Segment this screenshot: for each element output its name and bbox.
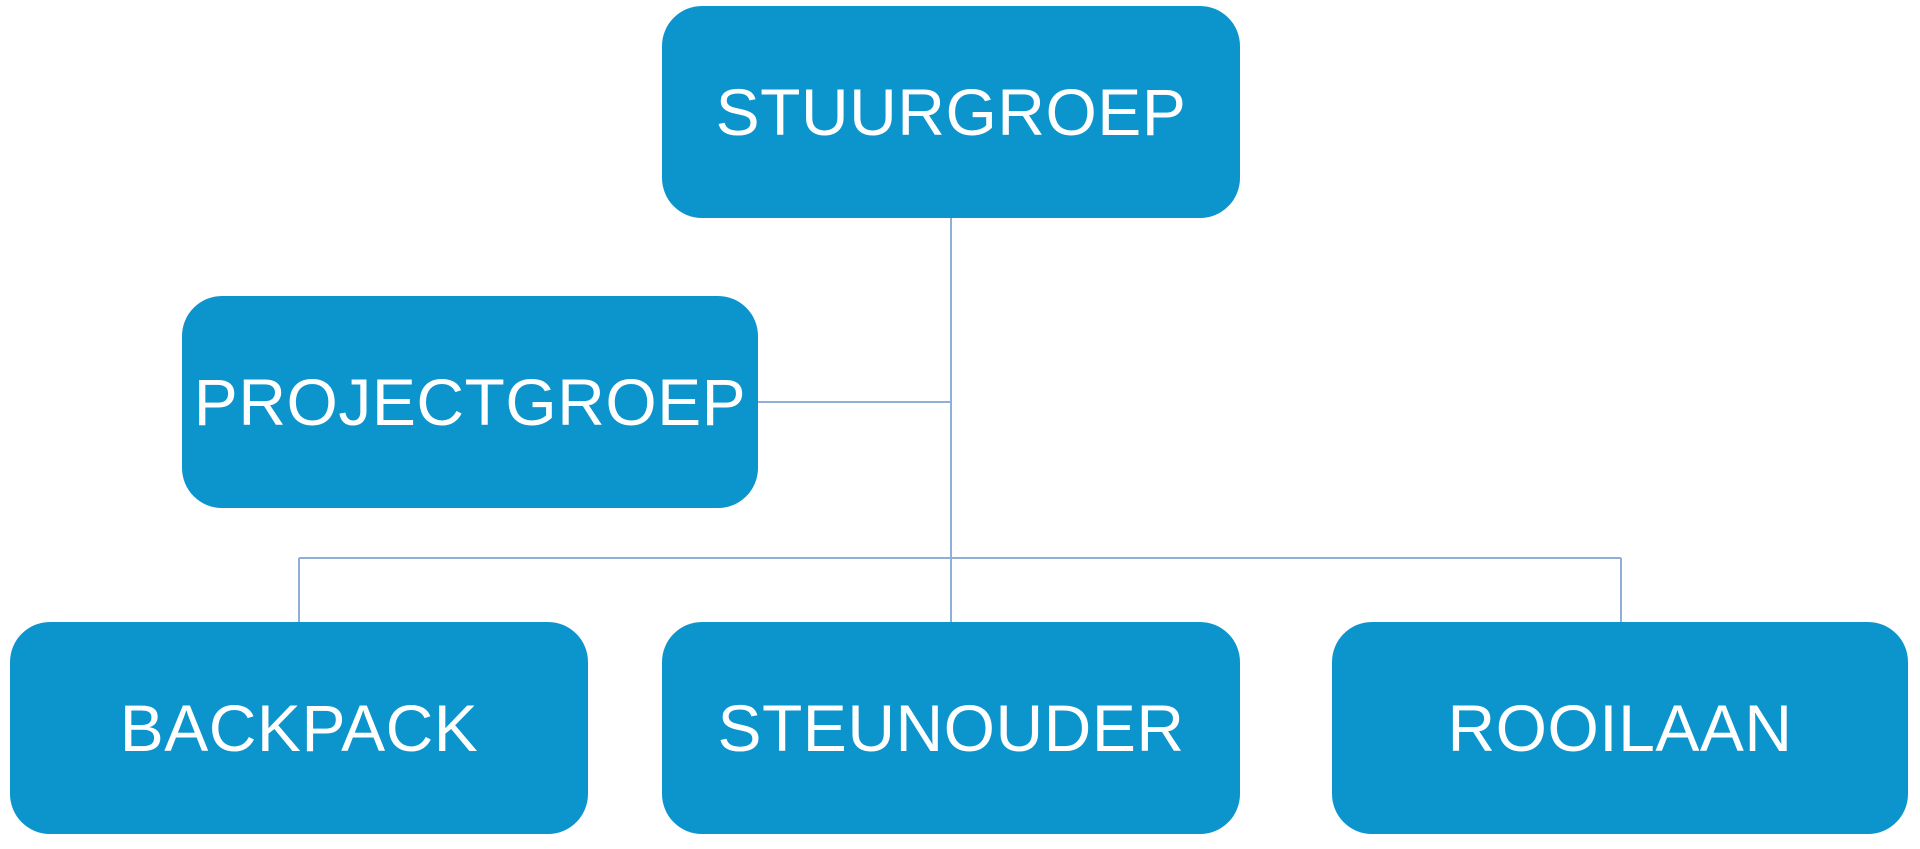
node-backpack: BACKPACK — [10, 622, 588, 834]
node-label-backpack: BACKPACK — [119, 691, 479, 765]
node-stuurgroep: STUURGROEP — [662, 6, 1240, 218]
node-label-stuurgroep: STUURGROEP — [715, 75, 1187, 149]
node-steunouder: STEUNOUDER — [662, 622, 1240, 834]
node-label-rooilaan: ROOILAAN — [1447, 691, 1793, 765]
node-projectgroep: PROJECTGROEP — [182, 296, 758, 508]
node-label-projectgroep: PROJECTGROEP — [193, 365, 747, 439]
node-label-steunouder: STEUNOUDER — [717, 691, 1185, 765]
node-rooilaan: ROOILAAN — [1332, 622, 1908, 834]
